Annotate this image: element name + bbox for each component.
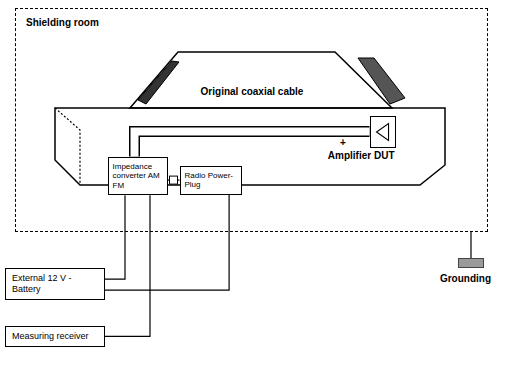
right-window	[358, 58, 405, 104]
connector-group	[105, 195, 229, 290]
polarity-mark: +	[340, 138, 346, 148]
connector-group	[168, 176, 180, 184]
wire	[105, 195, 150, 336]
converter-box: Impedance converter AM FM	[108, 157, 168, 196]
node-text: Grounding	[440, 273, 491, 284]
wire	[105, 195, 125, 279]
vehicle-roof	[130, 52, 392, 108]
wire	[105, 195, 229, 290]
left-window	[138, 61, 179, 104]
receiver-box: Measuring receiver	[5, 326, 105, 347]
node-text: Measuring receiver	[12, 331, 98, 342]
shielding-room: Shielding roomImpedance converter AM FM R…	[15, 8, 488, 232]
node-text: Impedance converter AM FM	[113, 162, 163, 191]
ground-block: Grounding	[458, 258, 484, 268]
wire	[470, 232, 471, 258]
node-text: Shielding room	[26, 17, 99, 28]
hidden-edge	[55, 108, 80, 185]
connector-group	[471, 232, 472, 258]
amplifier-triangle	[376, 123, 388, 140]
amplifier-box: Amplifier DUT	[370, 116, 396, 148]
plug-symbol	[170, 176, 178, 184]
node-text: External 12 V - Battery	[12, 273, 98, 295]
power-plug-box: Radio Power-Plug	[180, 166, 242, 195]
node-text: Amplifier DUT	[328, 150, 395, 161]
cable-label: Original coaxial cable	[199, 86, 306, 98]
connector-group	[105, 195, 150, 336]
battery-box: External 12 V - Battery	[5, 268, 105, 300]
amplifier-symbol	[371, 117, 395, 147]
connector-group	[105, 195, 125, 279]
node-text: Radio Power-Plug	[185, 171, 237, 190]
